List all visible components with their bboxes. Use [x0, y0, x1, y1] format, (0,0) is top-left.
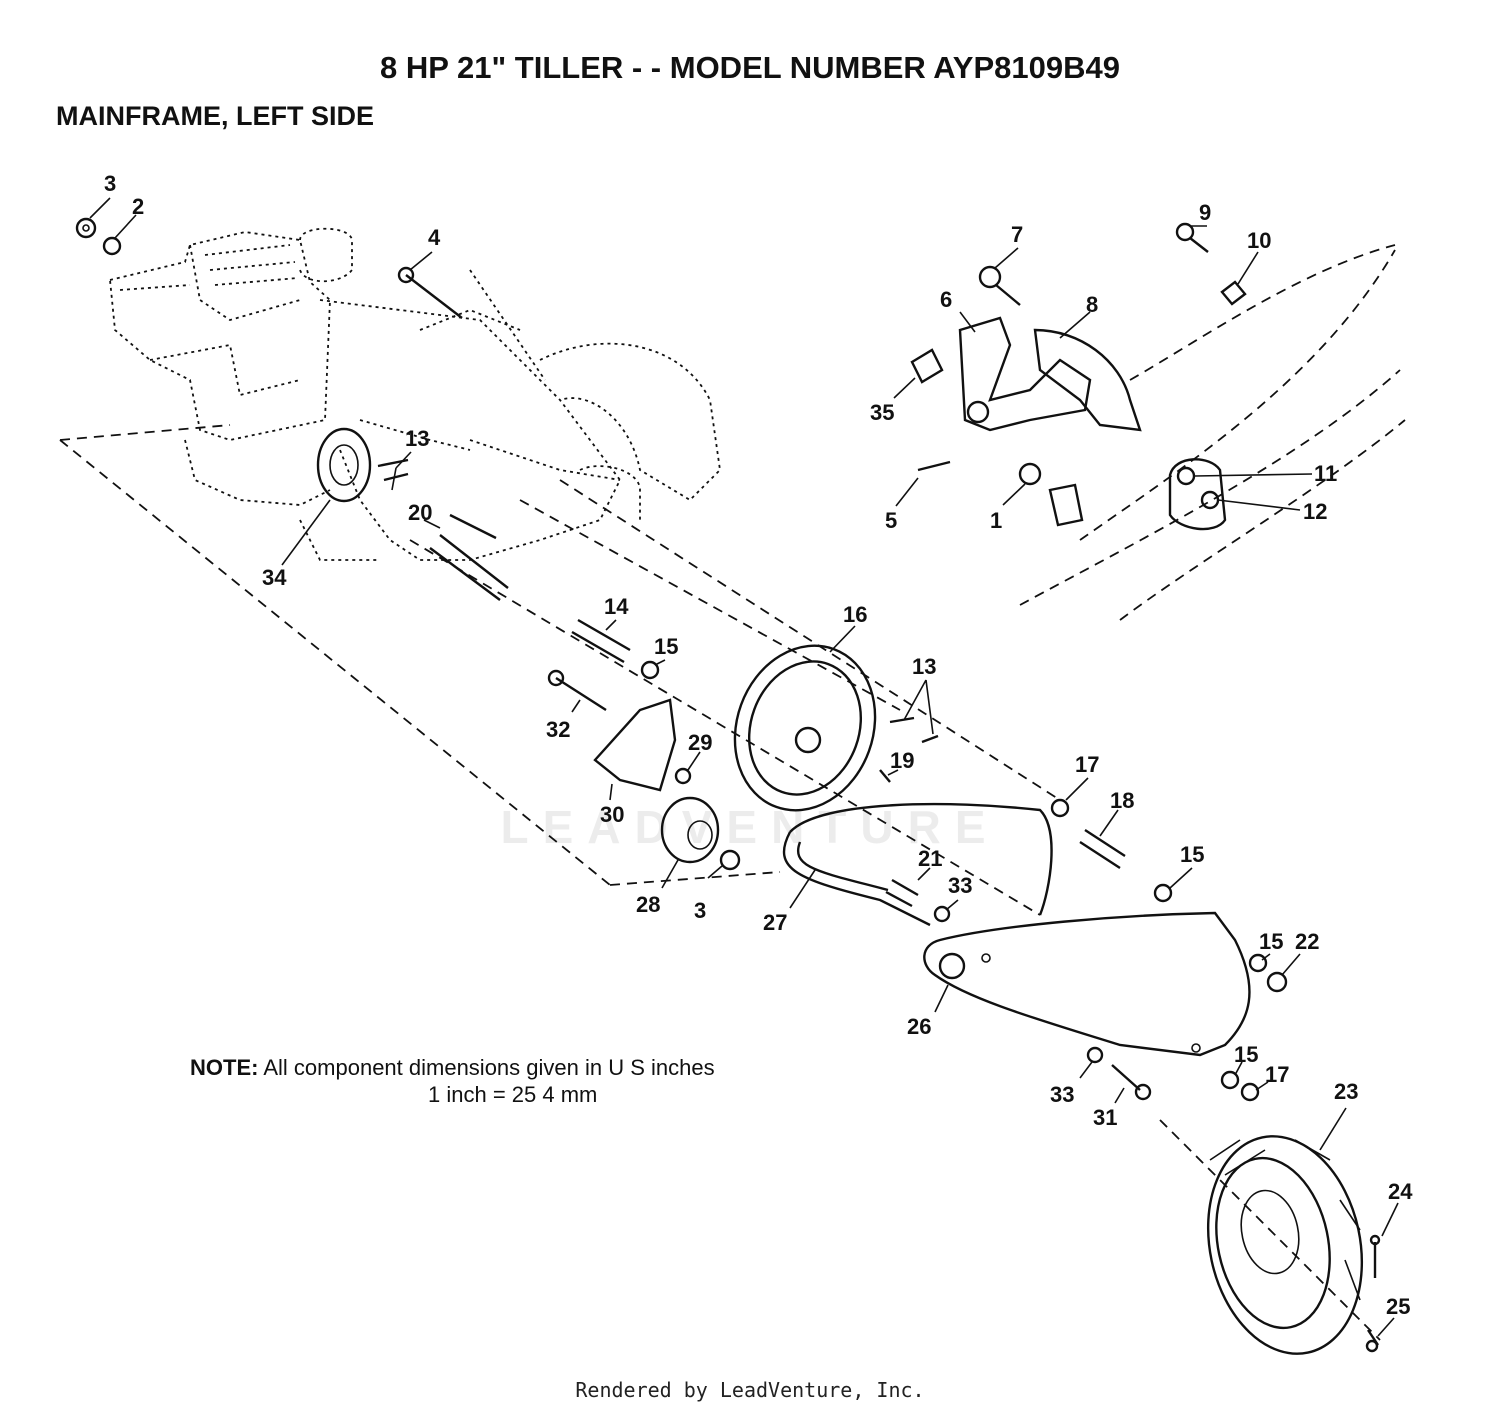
mainframe-outline: [299, 269, 721, 561]
callout-label: 12: [1303, 499, 1327, 524]
section-subtitle: MAINFRAME, LEFT SIDE: [56, 101, 374, 131]
engine-assembly: [109, 227, 353, 506]
callout-label: 27: [763, 910, 787, 935]
callout-label: 17: [1265, 1062, 1289, 1087]
callout-label: 11: [1314, 461, 1337, 486]
callout-leaders: [89, 197, 1399, 1337]
callout-label: 20: [408, 500, 432, 525]
callout-numbers: 3 2 4 7 9 10 6 8 35 13 11 12 5 1 20 34 1…: [104, 171, 1413, 1319]
callout-label: 18: [1110, 788, 1134, 813]
assembly-guide-lines: [59, 244, 1406, 1341]
page-title: 8 HP 21" TILLER - - MODEL NUMBER AYP8109…: [380, 50, 1120, 85]
callout-label: 10: [1247, 228, 1271, 253]
watermark-text: LEADVENTURE: [500, 801, 1000, 853]
callout-label: 15: [1180, 842, 1204, 867]
callout-label: 13: [912, 654, 936, 679]
callout-label: 13: [405, 426, 429, 451]
callout-label: 2: [132, 194, 144, 219]
callout-label: 3: [694, 898, 706, 923]
callout-label: 5: [885, 508, 897, 533]
callout-label: 35: [870, 400, 894, 425]
callout-label: 9: [1199, 200, 1211, 225]
callout-label: 15: [1234, 1042, 1258, 1067]
callout-label: 31: [1093, 1105, 1117, 1130]
callout-label: 25: [1386, 1294, 1410, 1319]
callout-label: 33: [948, 873, 972, 898]
callout-label: 22: [1295, 929, 1319, 954]
rendered-by-footer: Rendered by LeadVenture, Inc.: [575, 1378, 925, 1402]
callout-label: 17: [1075, 752, 1099, 777]
parts-line-art: [75, 217, 1381, 1355]
callout-label: 4: [428, 225, 441, 250]
callout-label: 14: [604, 594, 629, 619]
callout-label: 29: [688, 730, 712, 755]
callout-label: 30: [600, 802, 624, 827]
callout-label: 15: [654, 634, 678, 659]
note-line-1: All component dimensions given in U S in…: [263, 1055, 715, 1080]
callout-label: 24: [1388, 1179, 1413, 1204]
callout-label: 3: [104, 171, 116, 196]
note-label: NOTE:: [190, 1055, 259, 1080]
callout-label: 34: [262, 565, 287, 590]
dimensions-note: NOTE: All component dimensions given in …: [190, 1054, 850, 1108]
callout-label: 26: [907, 1014, 931, 1039]
callout-label: 8: [1086, 292, 1098, 317]
callout-label: 21: [918, 846, 942, 871]
callout-label: 28: [636, 892, 660, 917]
callout-label: 19: [890, 748, 914, 773]
callout-label: 23: [1334, 1079, 1358, 1104]
callout-label: 16: [843, 602, 867, 627]
callout-label: 7: [1011, 222, 1023, 247]
callout-label: 15: [1259, 929, 1283, 954]
callout-label: 33: [1050, 1082, 1074, 1107]
note-line-2: 1 inch = 25 4 mm: [428, 1082, 598, 1107]
callout-label: 32: [546, 717, 570, 742]
callout-label: 6: [940, 287, 952, 312]
callout-label: 1: [990, 508, 1002, 533]
